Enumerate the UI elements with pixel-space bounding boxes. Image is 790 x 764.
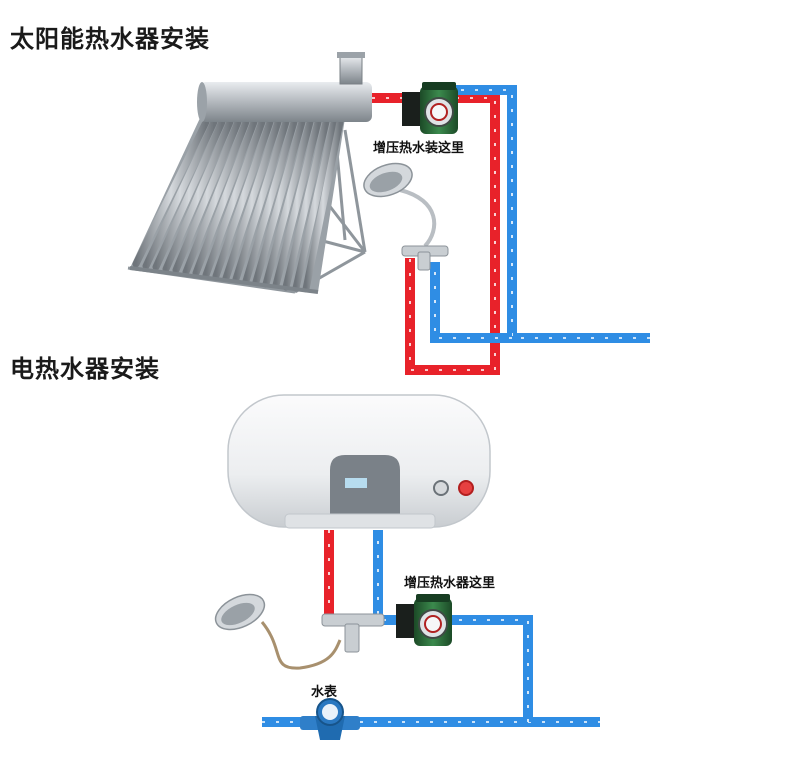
solar-shower bbox=[363, 162, 449, 271]
electric-section-title: 电热水器安装 bbox=[10, 355, 160, 383]
electric-shower bbox=[214, 593, 385, 670]
solar-tank bbox=[197, 52, 372, 122]
solar-pump-label: 增压热水装这里 bbox=[373, 141, 465, 156]
vacuum-tubes bbox=[129, 118, 345, 294]
water-meter-label: 水表 bbox=[311, 685, 338, 700]
solar-section-title: 太阳能热水器安装 bbox=[10, 25, 210, 53]
electric-pump-label: 增压热水器这里 bbox=[404, 576, 496, 591]
electric-booster-pump bbox=[396, 594, 452, 646]
electric-heater bbox=[227, 394, 491, 529]
solar-heater bbox=[127, 52, 372, 294]
water-meter bbox=[300, 698, 360, 740]
solar-cold-pipe bbox=[430, 85, 650, 343]
solar-booster-pump bbox=[402, 82, 458, 134]
